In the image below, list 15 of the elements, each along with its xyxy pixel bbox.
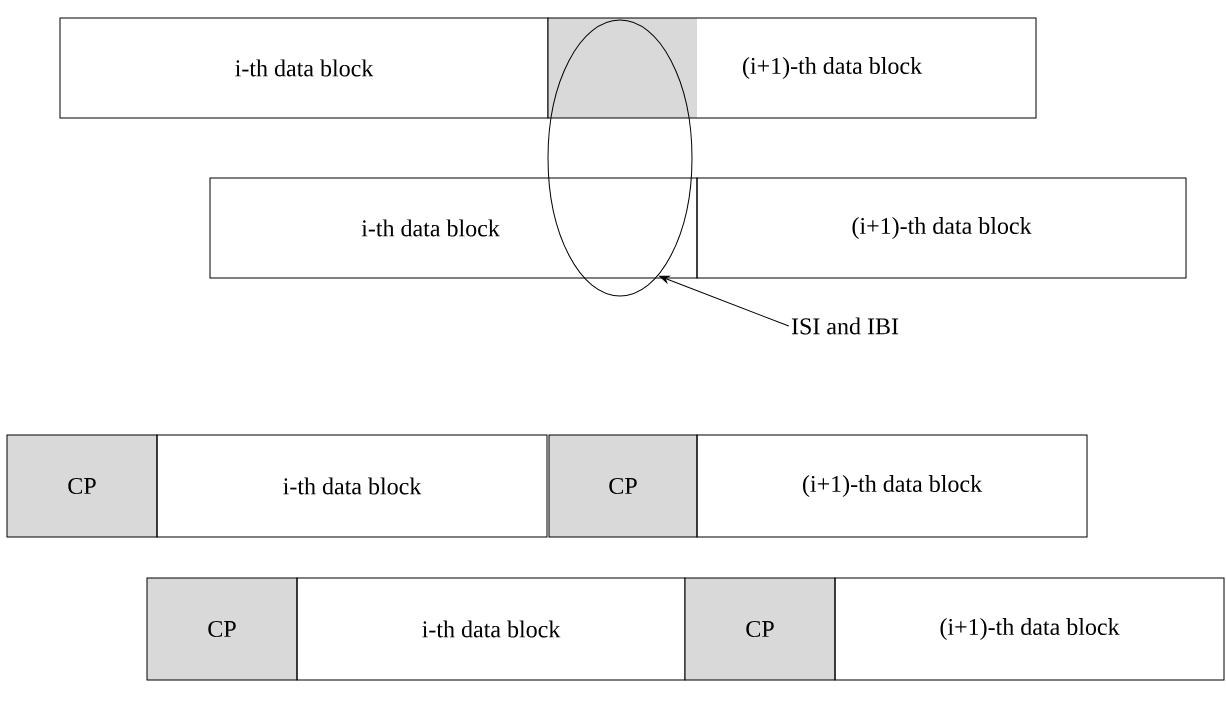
cyclic-prefix-block: CP (548, 434, 698, 538)
data-block: i-th data block (156, 434, 548, 538)
data-block: (i+1)-th data block (547, 17, 1037, 119)
data-block: (i+1)-th data block (834, 577, 1225, 681)
data-block: i-th data block (59, 17, 549, 119)
data-block: (i+1)-th data block (696, 177, 1187, 279)
cyclic-prefix-block: CP (6, 434, 158, 538)
data-block: (i+1)-th data block (696, 434, 1088, 538)
cyclic-prefix-block: CP (684, 577, 836, 681)
ellipse (547, 19, 693, 297)
data-block: i-th data block (296, 577, 686, 681)
data-block: i-th data block (209, 177, 698, 279)
callout-label: ISI and IBI (791, 317, 899, 335)
arrow (659, 275, 790, 327)
cyclic-prefix-block: CP (146, 577, 298, 681)
